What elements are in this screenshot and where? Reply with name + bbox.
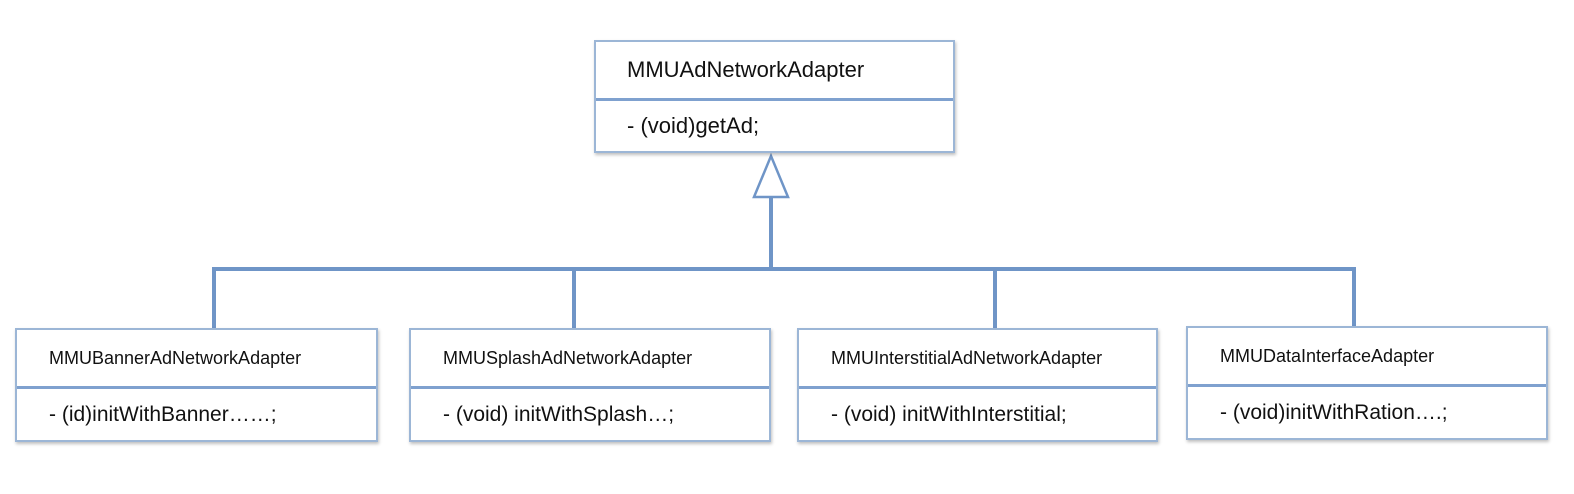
class-divider (1188, 384, 1546, 387)
class-method: - (void) initWithSplash…; (443, 402, 675, 426)
class-box-splash: MMUSplashAdNetworkAdapter - (void) initW… (409, 328, 771, 442)
class-method: - (void)initWithRation….; (1220, 400, 1448, 424)
class-name: MMUSplashAdNetworkAdapter (443, 347, 693, 368)
class-method: - (void)getAd; (627, 113, 760, 138)
class-name: MMUInterstitialAdNetworkAdapter (831, 347, 1103, 368)
class-name: MMUAdNetworkAdapter (627, 57, 865, 82)
class-name: MMUBannerAdNetworkAdapter (49, 347, 302, 368)
class-box-data-interface: MMUDataInterfaceAdapter - (void)initWith… (1186, 326, 1548, 440)
class-box-interstitial: MMUInterstitialAdNetworkAdapter - (void)… (797, 328, 1158, 442)
class-box-parent: MMUAdNetworkAdapter - (void)getAd; (594, 40, 955, 153)
class-divider (799, 386, 1156, 389)
class-divider (17, 386, 376, 389)
class-divider (596, 98, 953, 101)
class-divider (411, 386, 769, 389)
class-method: - (id)initWithBanner……; (49, 402, 277, 426)
class-method: - (void) initWithInterstitial; (831, 402, 1067, 426)
class-name: MMUDataInterfaceAdapter (1220, 345, 1435, 366)
class-box-banner: MMUBannerAdNetworkAdapter - (id)initWith… (15, 328, 378, 442)
inheritance-arrow-icon (752, 152, 790, 199)
